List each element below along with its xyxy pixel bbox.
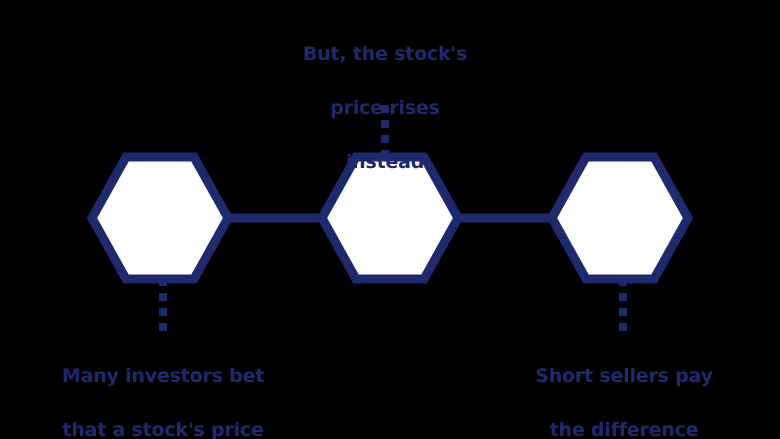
caption-short-sellers-pay: Short sellers pay the difference when re…: [500, 336, 748, 439]
caption-right-line-2: the difference: [549, 419, 699, 439]
caption-stock-price-rises: But, the stock's price rises instead: [265, 14, 505, 203]
caption-top-line-3: instead: [345, 151, 425, 173]
caption-investors-bet: Many investors bet that a stock's price …: [42, 336, 284, 439]
caption-right-line-1: Short sellers pay: [535, 365, 713, 387]
caption-left-line-1: Many investors bet: [61, 365, 265, 387]
hexagon-node-middle[interactable]: [316, 152, 464, 284]
caption-left-line-2: that a stock's price: [62, 419, 264, 439]
hexagon-node-left[interactable]: [86, 152, 234, 284]
hexagon-node-right[interactable]: [546, 152, 694, 284]
caption-top-line-1: But, the stock's: [302, 43, 468, 65]
caption-top-line-2: price rises: [330, 97, 440, 119]
